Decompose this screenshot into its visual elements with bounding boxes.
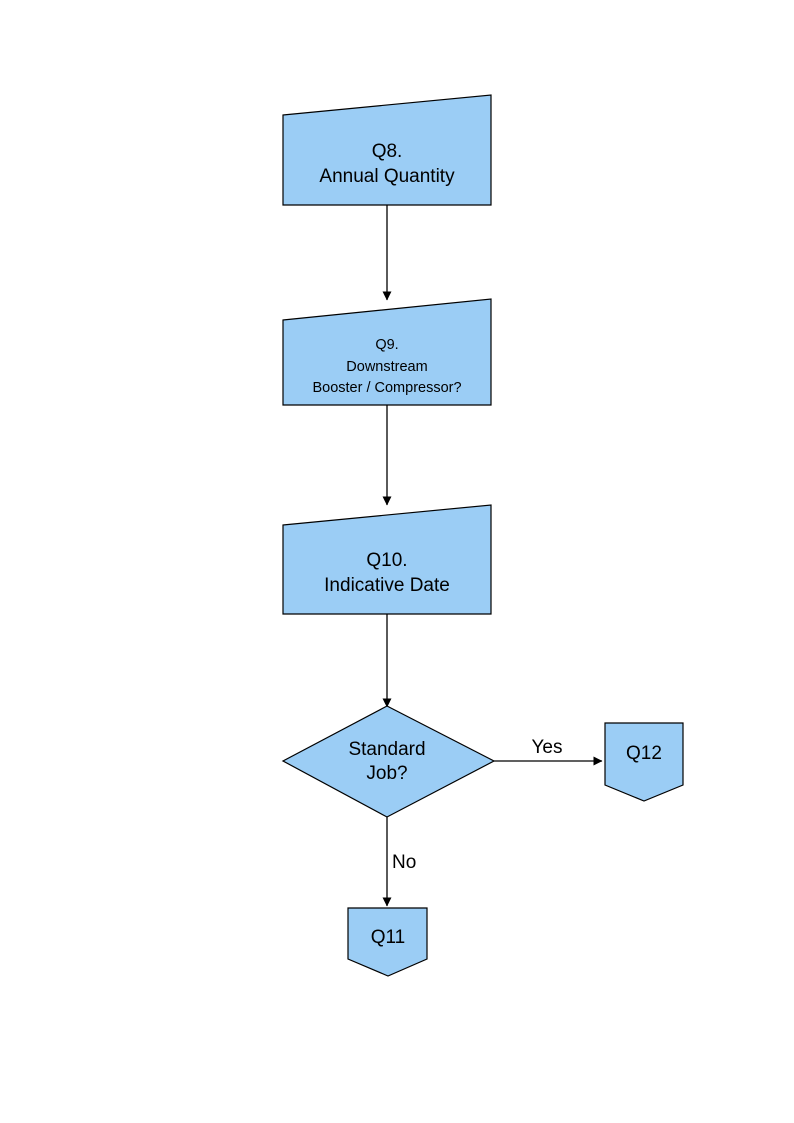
edge-decision-q12: Yes (494, 737, 603, 766)
decision-label-line2: Job? (366, 763, 407, 784)
q9-label-line1: Q9. (375, 337, 398, 353)
node-q9[interactable]: Q9. Downstream Booster / Compressor? (282, 298, 492, 406)
q9-label-line2: Downstream (346, 359, 427, 375)
edge-label-no: No (392, 852, 416, 873)
q9-shape (282, 298, 492, 406)
node-decision-standard-job[interactable]: Standard Job? (281, 705, 496, 818)
q8-label-line1: Q8. (372, 141, 403, 162)
decision-label-line1: Standard (348, 739, 425, 760)
q12-shape (604, 722, 684, 802)
q11-label: Q11 (371, 927, 406, 948)
q10-label-line1: Q10. (366, 550, 407, 571)
q9-label-line3: Booster / Compressor? (312, 380, 461, 396)
node-q10[interactable]: Q10. Indicative Date (282, 504, 492, 615)
q10-label-line2: Indicative Date (324, 575, 450, 596)
node-q12[interactable]: Q12 (604, 722, 684, 802)
node-q8[interactable]: Q8. Annual Quantity (282, 94, 492, 206)
q8-label-line2: Annual Quantity (319, 166, 455, 187)
q11-shape (347, 907, 428, 977)
q10-shape (282, 504, 492, 615)
edge-decision-q11: No (382, 817, 416, 907)
edge-label-yes: Yes (532, 737, 563, 758)
node-q11[interactable]: Q11 (347, 907, 428, 977)
q8-shape (282, 94, 492, 206)
q12-label: Q12 (626, 743, 662, 764)
decision-shape (281, 705, 496, 818)
